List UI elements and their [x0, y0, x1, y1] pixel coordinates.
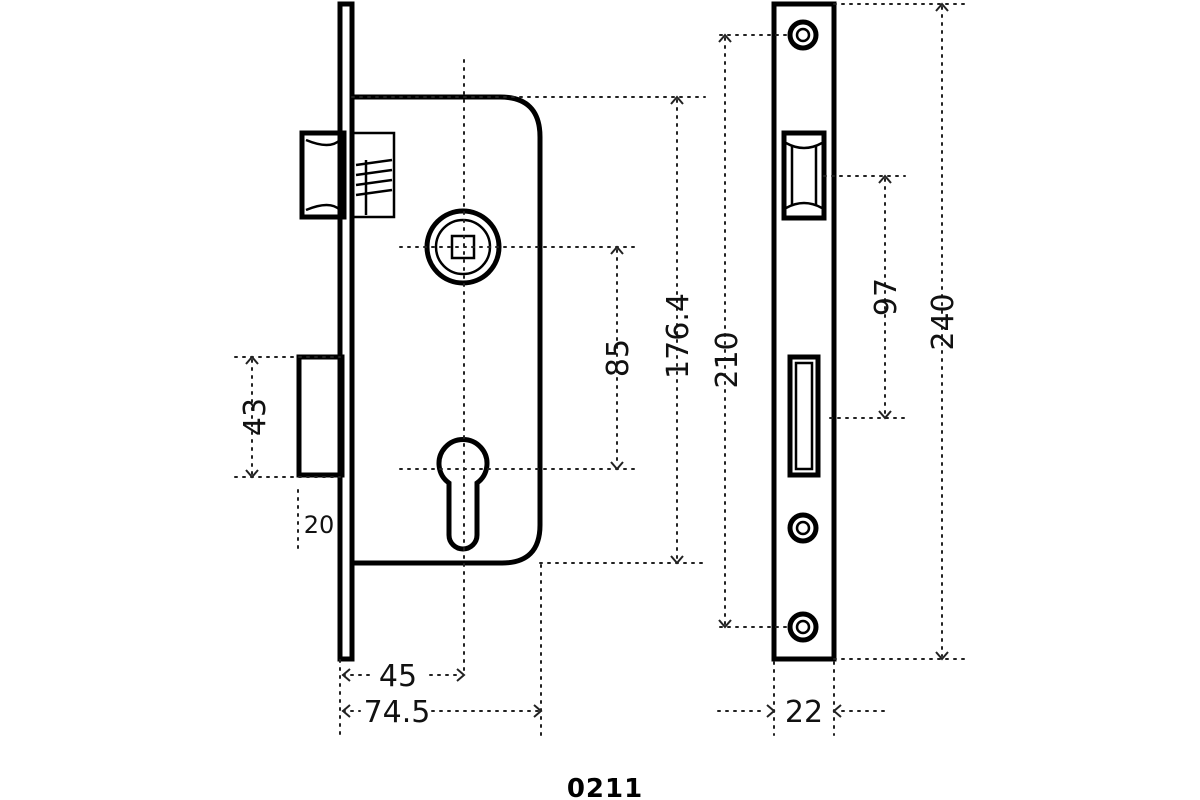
dim-faceplate-height: 240: [926, 293, 961, 350]
dim-case-depth: 74.5: [364, 695, 431, 730]
screw-hole-middle: [787, 512, 819, 544]
dim-faceplate-cutout-spacing: 97: [869, 278, 904, 316]
dim-case-height: 176.4: [661, 293, 696, 379]
bolt-opening: [787, 354, 821, 478]
dim-latch-to-bolt: 43: [238, 398, 273, 436]
lock-case: [352, 94, 543, 566]
dim-faceplate-width: 22: [785, 695, 823, 730]
dim-center-distance: 85: [601, 339, 636, 377]
cylinder-keyhole: [436, 437, 490, 552]
dead-bolt: [296, 354, 345, 478]
faceplate-front: [771, 1, 837, 662]
model-code-caption: 0211: [567, 774, 643, 800]
latch-opening: [781, 130, 827, 221]
dim-screw-spacing: 210: [710, 331, 745, 388]
dim-backset: 45: [379, 659, 417, 694]
screw-hole-bottom: [787, 611, 819, 643]
lock-side-view: 43 20 85 176.4 45 74.5: [234, 1, 706, 736]
dim-bolt-projection: 20: [304, 511, 335, 539]
faceplate-front-view: 210 97 240 22: [710, 1, 966, 736]
latch-bolt: [299, 130, 396, 220]
faceplate-side: [337, 1, 355, 662]
screw-hole-top: [787, 19, 819, 51]
